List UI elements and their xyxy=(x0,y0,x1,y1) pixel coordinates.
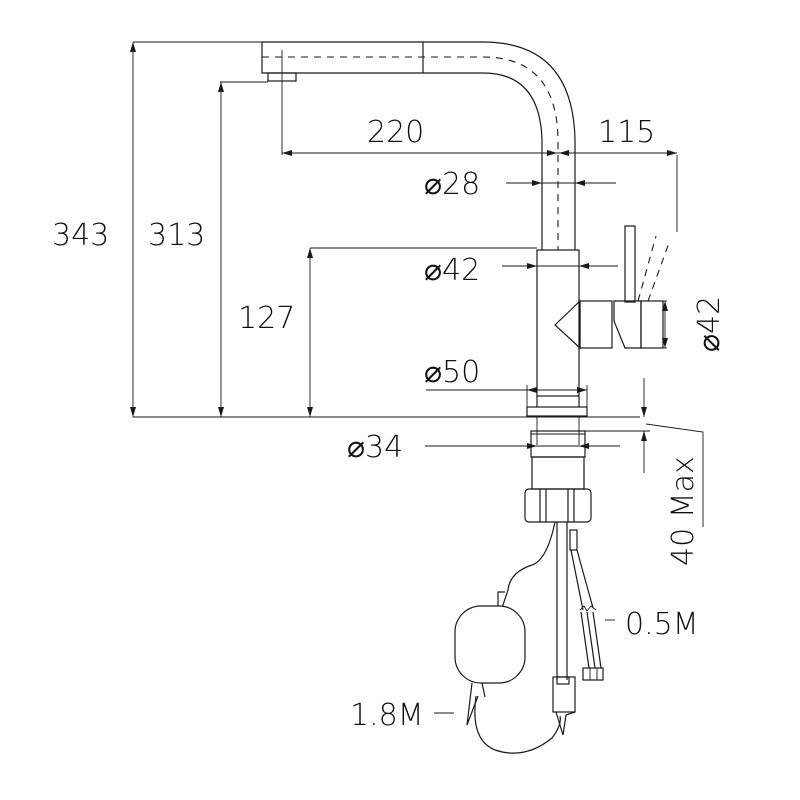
pullout-hose-length-label: 1.8M xyxy=(350,698,424,733)
spout-tube-diameter-label: ⌀28 xyxy=(424,167,480,202)
body-diameter-label: ⌀42 xyxy=(424,253,480,288)
supply-hose-length-label: 0.5M xyxy=(625,607,699,642)
handle-height-label: 127 xyxy=(238,301,295,336)
spout-reach-label: 220 xyxy=(367,115,424,150)
dimension-labels: 343 313 127 220 115 ⌀28 ⌀42 ⌀50 ⌀34 ⌀42 … xyxy=(52,115,727,733)
spout-height-label: 313 xyxy=(148,218,205,253)
base-diameter-label: ⌀50 xyxy=(424,355,480,390)
total-height-label: 343 xyxy=(52,218,109,253)
dimension-lines xyxy=(130,41,704,714)
handle-diameter-label: ⌀42 xyxy=(692,296,727,352)
handle-clearance-label: 115 xyxy=(598,115,655,150)
shank-diameter-label: ⌀34 xyxy=(347,430,403,465)
hoses xyxy=(454,521,604,754)
max-deck-thickness-label: 40 Max xyxy=(666,456,701,566)
